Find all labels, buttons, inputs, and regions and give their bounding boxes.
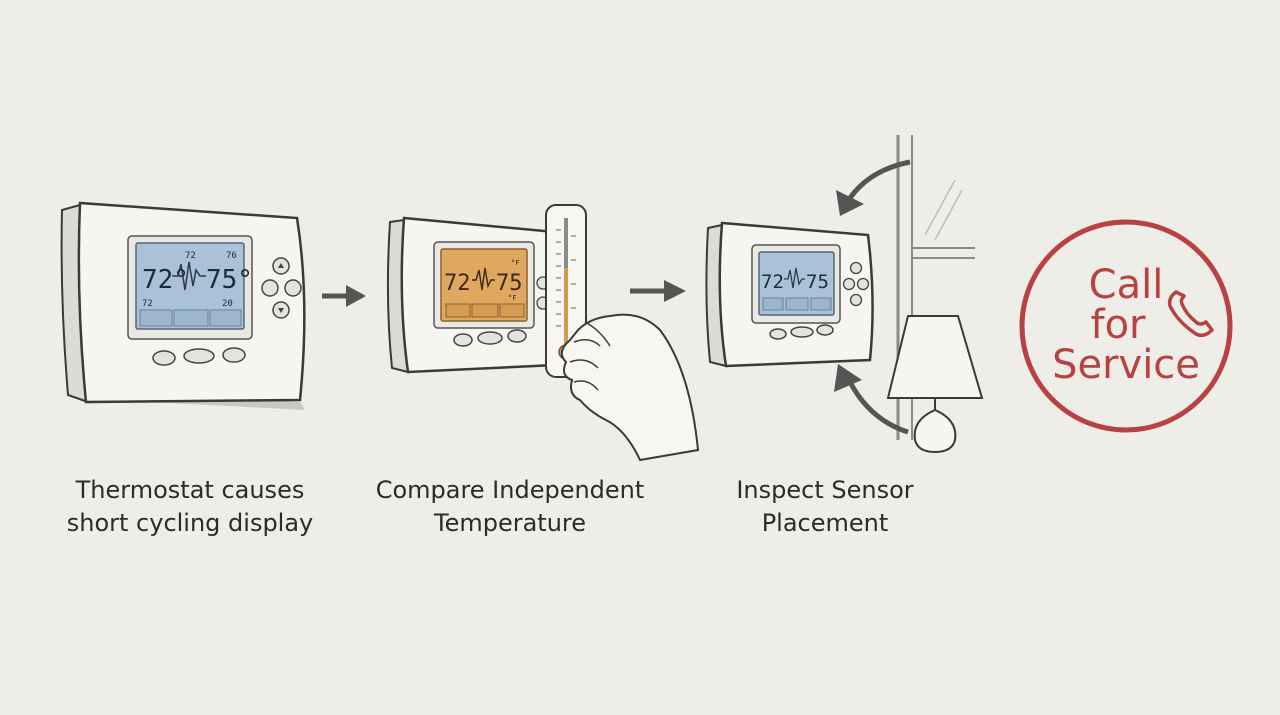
thermostat-button (507, 329, 527, 343)
left-arrow-icon (261, 279, 279, 297)
step-1-caption: Thermostat causes short cycling display (40, 474, 340, 540)
hand-icon (560, 313, 700, 462)
lcd-display (440, 248, 528, 322)
flow-arrow-icon (630, 280, 686, 302)
phone-icon (1167, 290, 1214, 338)
step-1-thermostat: 72° 75° 72 76 72 20 (60, 201, 306, 410)
call-line-2: for (1091, 302, 1147, 348)
curved-arrow-icon (834, 364, 909, 435)
curved-arrow-icon (836, 159, 911, 216)
step-3-thermostat: 72 75 (705, 221, 874, 368)
lcd-bottom-right: 20 (222, 299, 233, 309)
lcd-top-right: 76 (226, 251, 237, 261)
lcd-unit-top: °F (511, 259, 519, 267)
call-line-3: Service (1052, 342, 1200, 388)
lcd-main-left: 72° (142, 265, 189, 295)
thermostat-button (183, 348, 215, 364)
thermostat-button (816, 324, 834, 336)
caption-line: Thermostat causes (75, 476, 305, 504)
caption-line: Compare Independent (375, 476, 645, 504)
thermostat-button (453, 333, 473, 347)
call-for-service-badge: Call for Service (1019, 219, 1233, 433)
lcd-bottom-left: 72 (142, 299, 153, 309)
lcd-unit-bottom: °F (508, 294, 516, 302)
caption-line: Temperature (433, 509, 587, 537)
thermostat-button (222, 347, 246, 363)
step-3-caption: Inspect Sensor Placement (690, 474, 960, 540)
lcd-display (135, 242, 245, 330)
lcd-main-left: 72 (444, 271, 471, 296)
lcd-main-right: 75° (206, 265, 253, 295)
right-arrow-icon (284, 279, 302, 297)
step-2-thermostat: 72 75 °F °F (386, 216, 557, 374)
lamp-icon (886, 315, 984, 454)
lcd-main-right: 75 (496, 271, 523, 296)
caption-line: Inspect Sensor (736, 476, 914, 504)
call-line-1: Call (1089, 262, 1164, 308)
lcd-main-right: 75 (806, 271, 829, 293)
lcd-top-left: 72 (185, 251, 196, 261)
lcd-main-left: 72 (761, 271, 784, 293)
thermostat-button (769, 328, 787, 340)
flow-arrow-icon (322, 285, 366, 307)
caption-line: short cycling display (66, 509, 314, 537)
thermostat-button (790, 326, 814, 338)
thermostat-button (477, 331, 503, 345)
thermostat-button (152, 350, 176, 366)
step-2-caption: Compare Independent Temperature (355, 474, 665, 540)
caption-line: Placement (761, 509, 889, 537)
